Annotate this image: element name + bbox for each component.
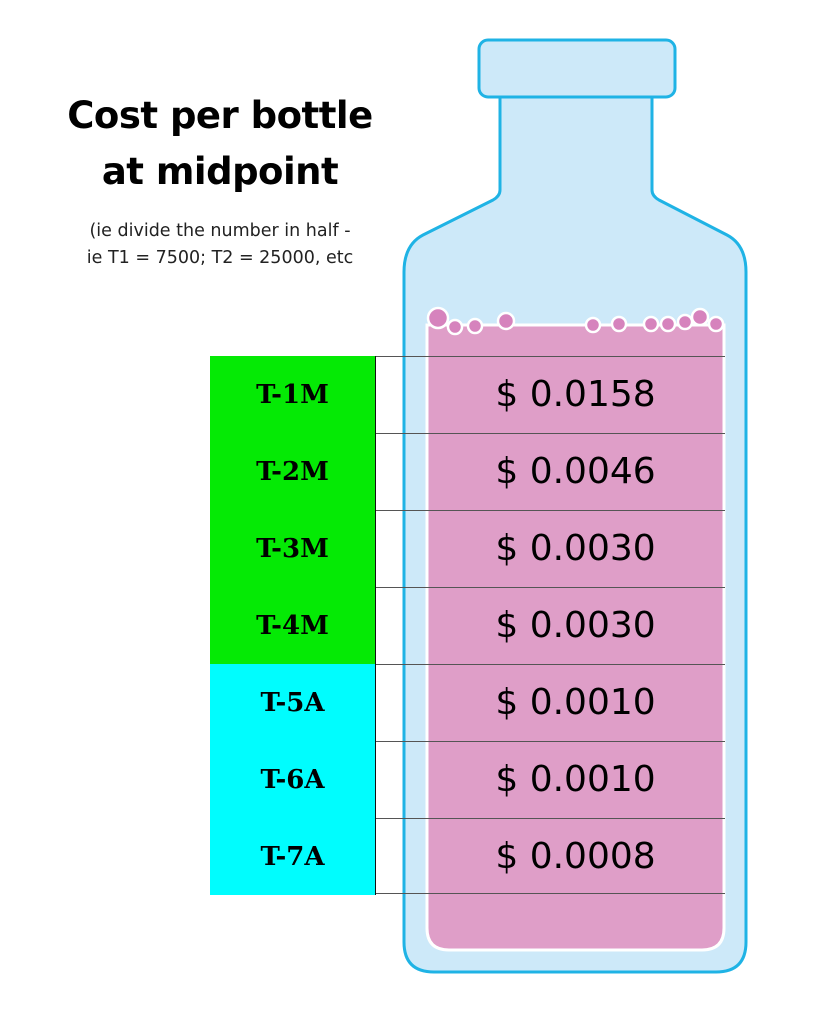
note-line-2: ie T1 = 7500; T2 = 25000, etc xyxy=(86,248,354,268)
table-row: T-5A $ 0.0010 xyxy=(210,664,725,741)
price-value: $ 0.0046 xyxy=(495,451,656,492)
price-value: $ 0.0008 xyxy=(495,836,656,877)
tier-label: T-7A xyxy=(210,818,376,895)
bubble xyxy=(676,313,694,331)
bubble xyxy=(446,318,464,336)
bubble xyxy=(426,306,450,330)
bottle-cap xyxy=(477,38,677,99)
tier-label: T-6A xyxy=(210,741,376,818)
bubbles xyxy=(426,306,725,336)
liquid-fill xyxy=(425,323,726,952)
bubble xyxy=(690,307,710,327)
table-row: T-2M $ 0.0046 xyxy=(210,433,725,510)
table-row: T-7A $ 0.0008 xyxy=(210,818,725,895)
table-row: T-4M $ 0.0030 xyxy=(210,587,725,664)
tier-label: T-3M xyxy=(210,510,376,587)
table-bottom-line xyxy=(376,893,725,894)
row-divider xyxy=(376,510,725,511)
price-value: $ 0.0030 xyxy=(495,605,656,646)
title-line-1: Cost per bottle xyxy=(67,94,373,137)
bubble xyxy=(584,316,602,334)
bubble xyxy=(642,315,660,333)
bubble xyxy=(610,315,628,333)
midpoint-note: (ie divide the number in half - ie T1 = … xyxy=(40,218,400,272)
tier-label: T-4M xyxy=(210,587,376,664)
page-title: Cost per bottle at midpoint xyxy=(30,88,410,200)
row-divider xyxy=(376,664,725,665)
row-divider xyxy=(376,587,725,588)
price-value: $ 0.0010 xyxy=(495,759,656,800)
row-divider xyxy=(376,433,725,434)
row-divider xyxy=(376,356,725,357)
row-divider xyxy=(376,741,725,742)
price-value: $ 0.0030 xyxy=(495,528,656,569)
table-row: T-6A $ 0.0010 xyxy=(210,741,725,818)
tier-label: T-1M xyxy=(210,356,376,433)
tier-label: T-2M xyxy=(210,433,376,510)
price-value: $ 0.0010 xyxy=(495,682,656,723)
table-row: T-1M $ 0.0158 xyxy=(210,356,725,433)
title-line-2: at midpoint xyxy=(101,150,339,193)
table-row: T-3M $ 0.0030 xyxy=(210,510,725,587)
bubble xyxy=(496,311,516,331)
bubble xyxy=(659,315,677,333)
row-divider xyxy=(376,818,725,819)
price-value: $ 0.0158 xyxy=(495,374,656,415)
tier-label: T-5A xyxy=(210,664,376,741)
note-line-1: (ie divide the number in half - xyxy=(89,221,351,241)
bubble xyxy=(707,315,725,333)
bubble xyxy=(466,317,484,335)
